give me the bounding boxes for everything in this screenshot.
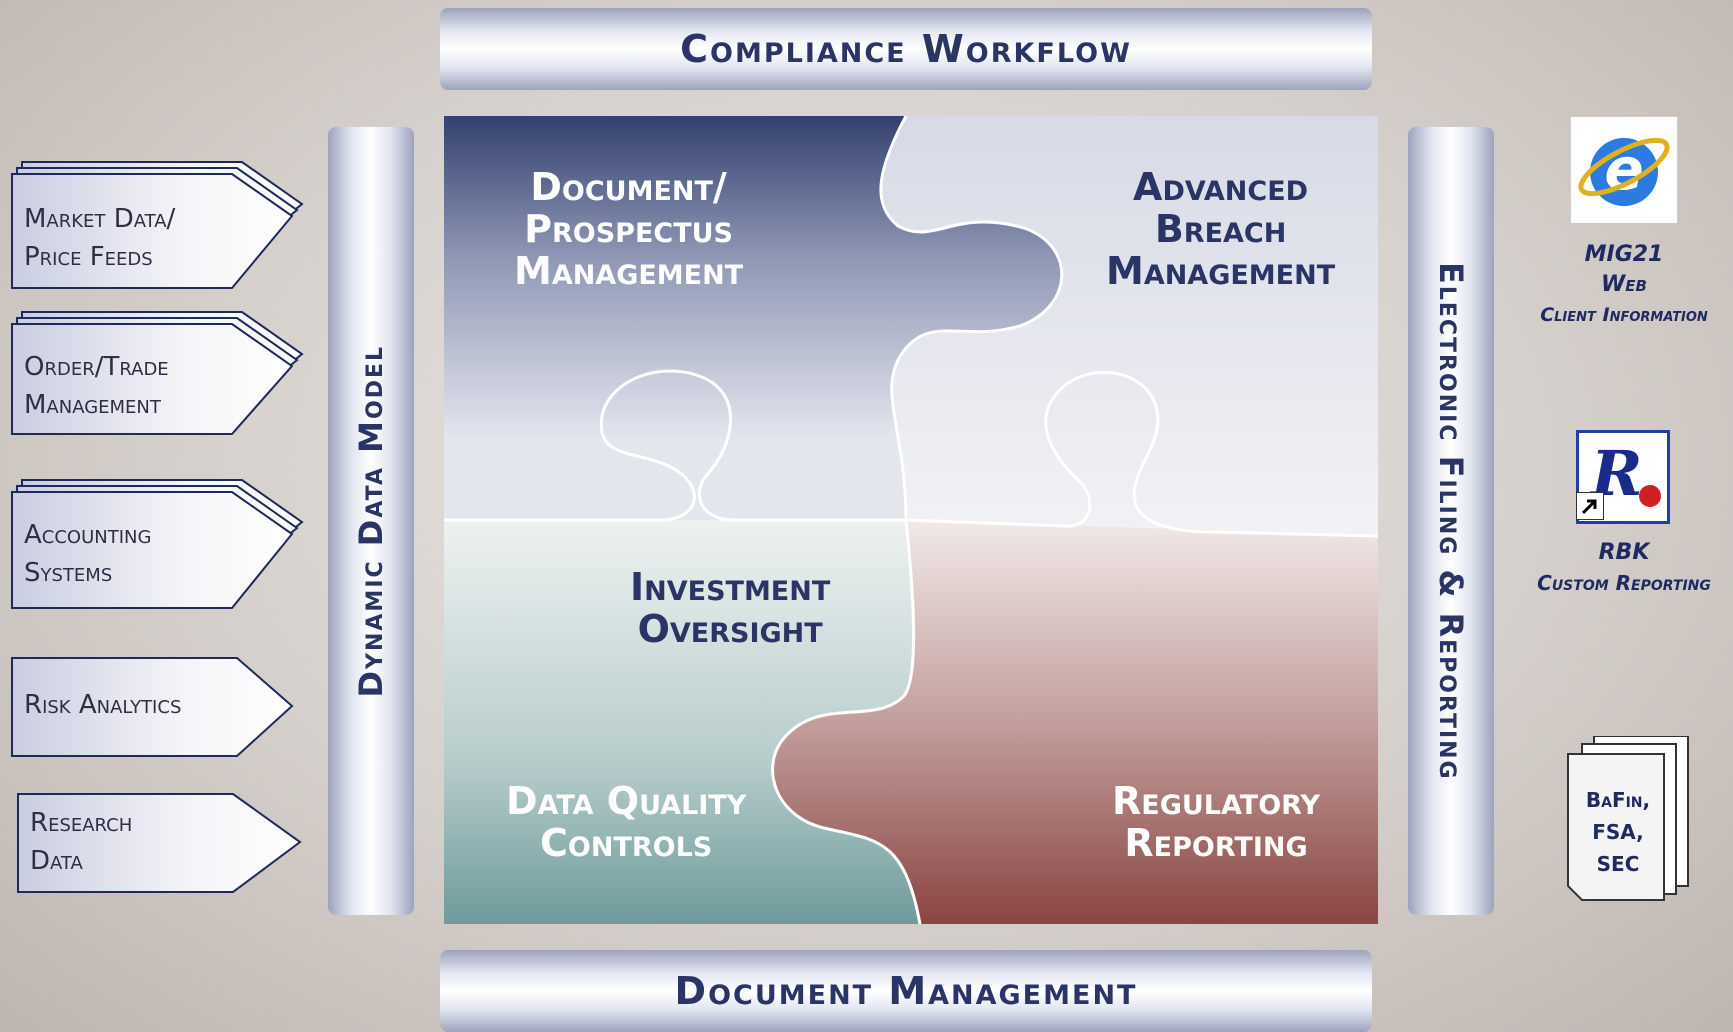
rbk-icon-dot	[1639, 485, 1661, 507]
input-label-line2: Systems	[24, 558, 113, 588]
arrow-shape	[11, 657, 294, 757]
document-management-label: Document Management	[674, 969, 1138, 1013]
stacked-arrow-shape	[11, 479, 304, 609]
label-line: Investment	[630, 565, 831, 609]
mig21-web-label: MIG21 Web Client Information	[1514, 240, 1733, 330]
rbk-label: RBK Custom Reporting	[1514, 538, 1733, 598]
input-label-line2: Data	[30, 846, 83, 876]
input-research-data: Research Data	[17, 792, 308, 893]
input-label-line2: Management	[24, 390, 161, 420]
input-label-line1: Risk Analytics	[24, 690, 182, 720]
input-label-line1: Order/Trade	[24, 352, 169, 382]
input-risk-analytics: Risk Analytics	[11, 656, 302, 757]
label-line: Client Information	[1540, 304, 1708, 326]
stacked-arrow-shape	[11, 311, 304, 435]
input-label-line1: Accounting	[24, 520, 152, 550]
input-order-trade: Order/Trade Management	[11, 310, 304, 435]
label-line: Breach	[1154, 207, 1287, 251]
dynamic-data-model-label: Dynamic Data Model	[352, 344, 390, 698]
puzzle-graphic: Document/ Prospectus Management Advanced…	[444, 115, 1379, 928]
puzzle-label-advanced-breach: Advanced Breach Management	[1106, 166, 1335, 292]
electronic-filing-bar: Electronic Filing & Reporting	[1408, 127, 1494, 915]
label-line: Oversight	[637, 607, 823, 651]
puzzle-piece-bottom-left	[444, 520, 920, 924]
compliance-workflow-bar: Compliance Workflow	[440, 8, 1372, 90]
puzzle-label-regulatory-reporting: Regulatory Reporting	[1112, 780, 1320, 864]
label-line: SEC	[1596, 852, 1640, 876]
label-line: Custom Reporting	[1537, 571, 1711, 595]
shortcut-arrow-icon	[1576, 492, 1604, 520]
puzzle-label-data-quality: Data Quality Controls	[506, 780, 746, 864]
internet-explorer-icon: e	[1570, 116, 1678, 224]
input-label-line2: Price Feeds	[24, 242, 153, 272]
label-line: Management	[1106, 249, 1336, 293]
label-line: Advanced	[1133, 165, 1309, 209]
label-line: Document/	[530, 165, 727, 209]
puzzle-piece-top-right	[880, 116, 1378, 536]
label-line: FSA,	[1592, 820, 1644, 844]
input-label-line1: Research	[30, 808, 133, 838]
label-line: Reporting	[1124, 821, 1308, 865]
input-label-line1: Market Data/	[24, 204, 176, 234]
label-line: BaFin,	[1585, 788, 1651, 812]
label-line: Regulatory	[1112, 779, 1321, 823]
label-line: RBK	[1598, 540, 1650, 565]
label-line: Controls	[540, 821, 713, 865]
label-line: Data Quality	[506, 779, 747, 823]
dynamic-data-model-bar: Dynamic Data Model	[328, 127, 414, 915]
label-line: Web	[1601, 272, 1647, 297]
puzzle-label-investment-oversight: Investment Oversight	[630, 566, 830, 650]
label-line: Management	[514, 249, 744, 293]
electronic-filing-label: Electronic Filing & Reporting	[1432, 261, 1470, 781]
puzzle-piece-bottom-right	[772, 520, 1378, 924]
stacked-arrow-shape	[11, 161, 304, 289]
input-market-data: Market Data/ Price Feeds	[11, 160, 304, 289]
puzzle-piece-top-left	[444, 116, 1062, 520]
label-line: Prospectus	[524, 207, 733, 251]
arrow-shape	[17, 793, 302, 893]
puzzle-label-document-prospectus: Document/ Prospectus Management	[514, 166, 743, 292]
label-line: MIG21	[1584, 242, 1664, 267]
document-management-bar: Document Management	[440, 950, 1372, 1032]
puzzle-svg	[444, 115, 1379, 925]
regulators-label: BaFin, FSA, SEC	[1572, 784, 1664, 880]
compliance-workflow-label: Compliance Workflow	[680, 27, 1132, 71]
input-accounting: Accounting Systems	[11, 478, 304, 609]
documents-stack-icon: BaFin, FSA, SEC	[1556, 735, 1696, 912]
